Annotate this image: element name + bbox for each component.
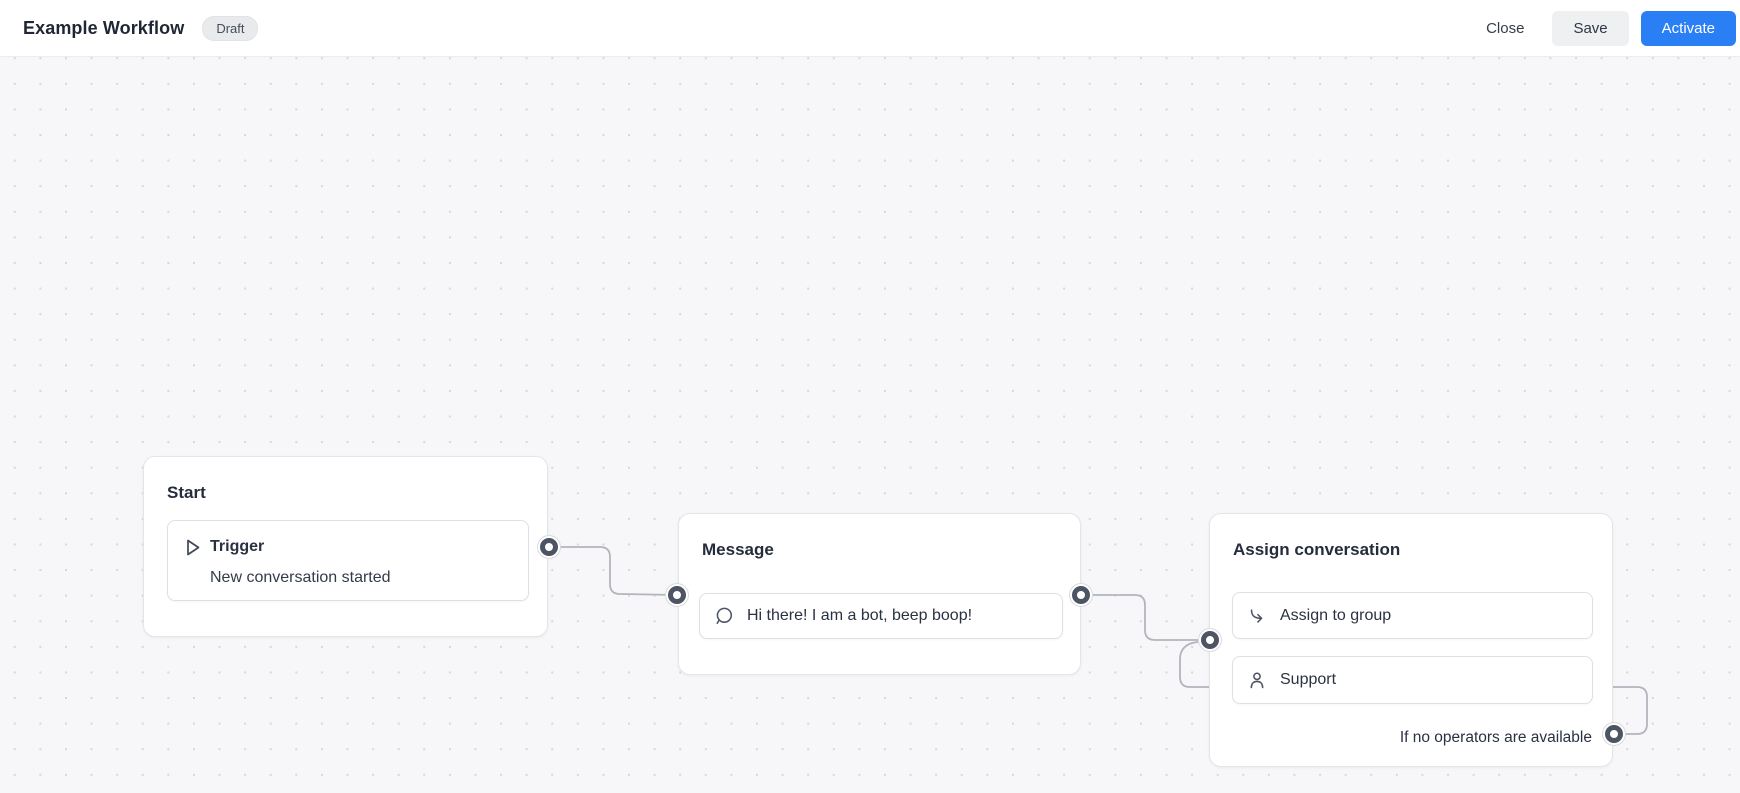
save-button[interactable]: Save	[1552, 10, 1629, 46]
status-badge: Draft	[202, 15, 259, 41]
play-icon	[183, 537, 202, 558]
activate-button[interactable]: Activate	[1640, 10, 1736, 46]
node-assign-conversation[interactable]: Assign conversation Assign to group	[1209, 513, 1613, 767]
support-group-item[interactable]: Support	[1232, 656, 1593, 704]
trigger-title: Trigger	[210, 538, 265, 555]
port-start-output[interactable]	[540, 538, 558, 556]
chat-bubble-icon	[714, 606, 734, 626]
topbar: Example Workflow Draft Close Save Activa…	[0, 0, 1740, 57]
node-message[interactable]: Message Hi there! I am a bot, beep boop!	[678, 513, 1081, 675]
fallback-label: If no operators are available	[1399, 729, 1592, 746]
message-text: Hi there! I am a bot, beep boop!	[747, 607, 973, 624]
user-icon	[1247, 670, 1267, 690]
close-button[interactable]: Close	[1472, 11, 1538, 46]
trigger-subtitle: New conversation started	[210, 569, 391, 586]
support-group-label: Support	[1280, 671, 1337, 688]
trigger-item[interactable]: Trigger New conversation started	[167, 520, 529, 601]
assign-to-group-item[interactable]: Assign to group	[1232, 592, 1593, 639]
port-message-output[interactable]	[1072, 586, 1090, 604]
workflow-canvas[interactable]	[0, 57, 1740, 793]
message-item[interactable]: Hi there! I am a bot, beep boop!	[699, 593, 1063, 639]
assign-to-group-label: Assign to group	[1280, 606, 1392, 624]
node-assign-title: Assign conversation	[1233, 540, 1401, 559]
assign-arrow-icon	[1247, 606, 1267, 626]
node-start-title: Start	[167, 483, 206, 502]
node-start[interactable]: Start Trigger New conversation started	[143, 456, 548, 637]
node-message-title: Message	[702, 540, 774, 559]
page-title: Example Workflow	[23, 17, 185, 38]
port-fallback-output[interactable]	[1605, 725, 1623, 743]
port-message-input[interactable]	[668, 586, 686, 604]
port-assign-input[interactable]	[1201, 631, 1219, 649]
